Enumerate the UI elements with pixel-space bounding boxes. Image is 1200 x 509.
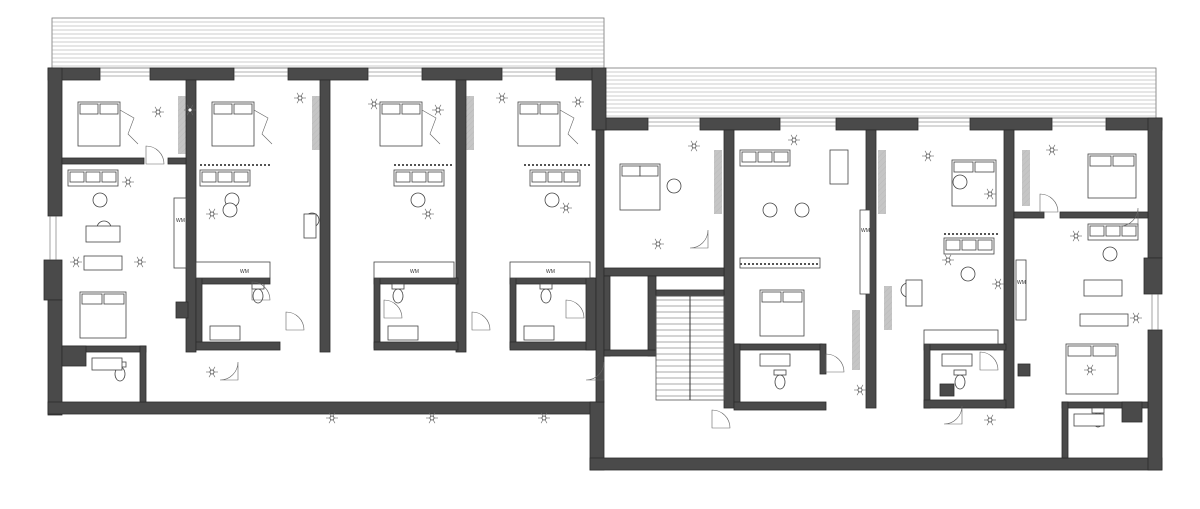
bed-icon xyxy=(1065,343,1119,395)
armchair-icon xyxy=(92,192,108,208)
bathroom-fixtures xyxy=(91,283,1105,428)
staircase xyxy=(655,295,725,401)
bed-icon xyxy=(77,101,139,147)
plant-icon xyxy=(788,134,800,146)
armchair-icon xyxy=(666,178,682,194)
door-swing xyxy=(383,299,403,319)
plant-icon xyxy=(992,278,1004,290)
plant-icon xyxy=(184,104,196,116)
bed-icon xyxy=(517,101,579,147)
door-swing xyxy=(689,229,709,249)
sofa-icon xyxy=(199,169,251,187)
washing-machine-label: WM xyxy=(410,269,419,275)
balcony-deck-right xyxy=(603,67,1157,119)
plant-icon xyxy=(922,150,934,162)
plant-icon xyxy=(1046,144,1058,156)
toilet-icon xyxy=(953,369,967,390)
plant-icon xyxy=(152,106,164,118)
plants xyxy=(70,92,1142,426)
plant-icon xyxy=(432,104,444,116)
plant-icon xyxy=(1084,364,1096,376)
sofa-icon xyxy=(943,237,995,255)
plant-icon xyxy=(1070,230,1082,242)
plant-icon xyxy=(206,366,218,378)
toilet-icon xyxy=(391,283,405,304)
washing-machine-label: WM xyxy=(546,269,555,275)
plant-icon xyxy=(984,188,996,200)
washing-machine-label: WM xyxy=(1017,280,1026,286)
plant-icon xyxy=(426,412,438,424)
balcony-deck-left xyxy=(51,17,605,69)
interior-walls-left xyxy=(61,79,605,403)
armchair-icon xyxy=(960,266,976,282)
sofa-icon xyxy=(1087,223,1139,241)
armchair-icon xyxy=(952,174,968,190)
door-swing xyxy=(825,353,845,373)
armchair-icon xyxy=(222,202,238,218)
armchair-icon xyxy=(794,202,810,218)
bed-icon xyxy=(379,101,441,147)
door-swing xyxy=(585,361,605,381)
door-swing xyxy=(979,351,999,371)
door-swing xyxy=(471,311,491,331)
plant-icon xyxy=(326,412,338,424)
bed-icon xyxy=(1087,153,1137,199)
sofa-icon xyxy=(393,169,445,187)
plant-icon xyxy=(538,412,550,424)
washing-machine-label: WM xyxy=(176,218,185,224)
toilet-icon xyxy=(773,369,787,390)
armchair-icon xyxy=(1102,246,1118,262)
plant-icon xyxy=(1130,312,1142,324)
armchair-icon xyxy=(410,192,426,208)
bed-icon xyxy=(759,289,805,337)
bed-icon xyxy=(619,163,661,211)
door-swing xyxy=(145,145,165,165)
plant-icon xyxy=(368,98,380,110)
plant-icon xyxy=(560,202,572,214)
armchair-icon xyxy=(544,192,560,208)
plant-icon xyxy=(122,176,134,188)
bed-icon xyxy=(79,291,127,339)
plant-icon xyxy=(854,384,866,396)
plant-icon xyxy=(134,256,146,268)
door-swing xyxy=(251,281,271,301)
living-furniture xyxy=(67,149,1139,327)
sofa-icon xyxy=(67,169,119,187)
wardrobes xyxy=(178,96,1030,370)
door-swing xyxy=(711,409,731,429)
door-swing xyxy=(1039,193,1059,213)
plant-icon xyxy=(652,238,664,250)
plant-icon xyxy=(206,208,218,220)
washing-machine-label: WM xyxy=(861,228,870,234)
washing-machine-label: WM xyxy=(240,269,249,275)
door-swing xyxy=(285,311,305,331)
bed-icon xyxy=(211,101,273,147)
plant-icon xyxy=(572,96,584,108)
plant-icon xyxy=(70,256,82,268)
plant-icon xyxy=(496,92,508,104)
plant-icon xyxy=(688,140,700,152)
door-swing xyxy=(219,361,239,381)
sofa-icon xyxy=(529,169,581,187)
plant-icon xyxy=(984,414,996,426)
sofa-icon xyxy=(739,149,791,167)
toilet-icon xyxy=(539,283,553,304)
exterior-walls xyxy=(43,67,1163,471)
door-swing xyxy=(565,299,585,319)
beds xyxy=(77,101,1137,395)
plant-icon xyxy=(422,208,434,220)
door-swing xyxy=(1119,207,1139,227)
armchair-icon xyxy=(762,202,778,218)
door-swing xyxy=(943,405,963,425)
door-swings xyxy=(145,145,1139,429)
interior-walls-right xyxy=(603,129,1149,459)
plant-icon xyxy=(294,92,306,104)
plant-icon xyxy=(942,254,954,266)
